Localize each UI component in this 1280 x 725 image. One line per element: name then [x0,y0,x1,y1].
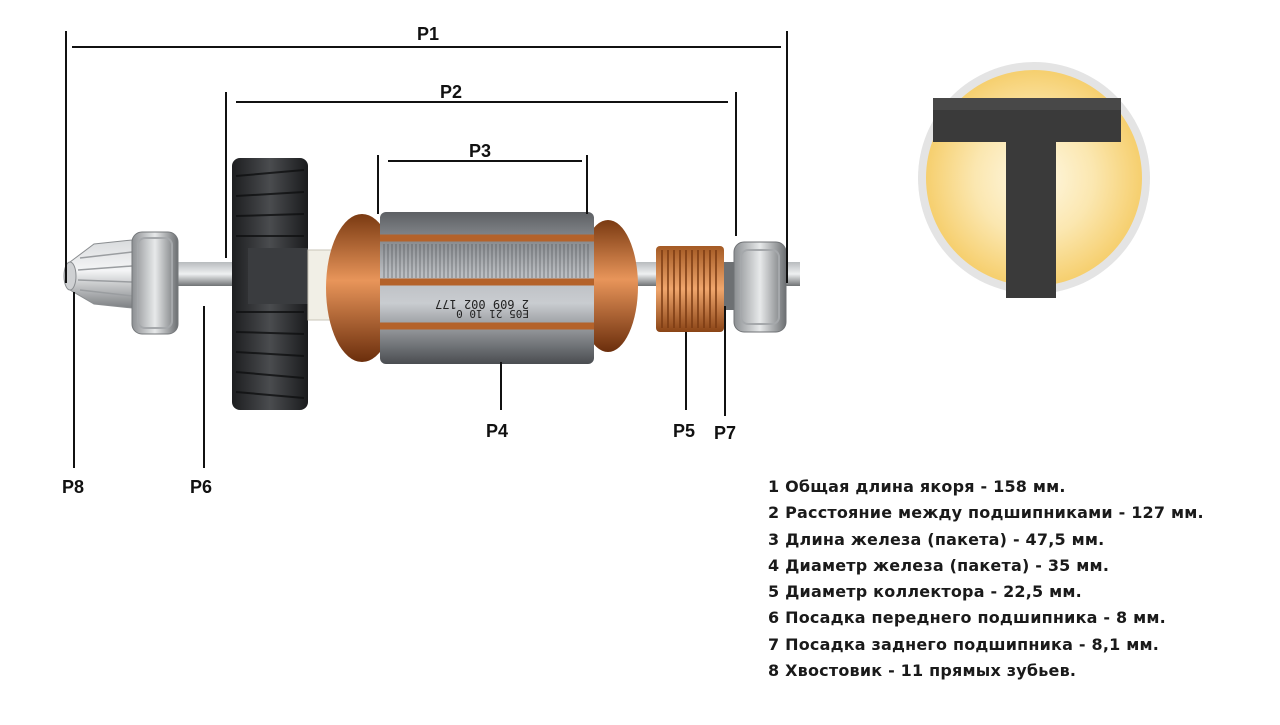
spec-list: 1 Общая длина якоря - 158 мм. 2 Расстоян… [768,474,1204,684]
front-bearing [131,231,179,335]
cooling-fan [232,158,308,410]
armature-marking-2: E05 21 10 0 [456,307,529,320]
iron-core: 2 609 002 177 E05 21 10 0 [380,212,594,364]
spec-item: 5 Диаметр коллектора - 22,5 мм. [768,582,1082,602]
spec-item: 8 Хвостовик - 11 прямых зубьев. [768,661,1077,681]
label-p3: P3 [469,141,492,161]
spec-item: 1 Общая длина якоря - 158 мм. [768,477,1066,496]
armature-marking-1: 2 609 002 177 [435,297,529,311]
label-p5: P5 [673,421,696,441]
logo-letter-stem [1006,138,1056,298]
spec-item: 2 Расстояние между подшипниками - 127 мм… [768,503,1204,523]
logo [918,62,1150,298]
spec-item: 7 Посадка заднего подшипника - 8,1 мм. [768,634,1160,654]
commutator [656,246,724,332]
label-p7: P7 [714,423,737,443]
label-p8: P8 [62,477,85,497]
rear-bearing [724,241,787,333]
label-p6: P6 [190,477,213,497]
dimension-lines [65,31,788,468]
label-p1: P1 [417,24,440,44]
label-p4: P4 [486,421,509,441]
spec-item: 4 Диаметр железа (пакета) - 35 мм. [768,555,1110,575]
spec-item: 6 Посадка переднего подшипника - 8 мм. [768,608,1166,628]
spec-item: 3 Длина железа (пакета) - 47,5 мм. [768,529,1105,549]
label-p2: P2 [440,82,463,102]
